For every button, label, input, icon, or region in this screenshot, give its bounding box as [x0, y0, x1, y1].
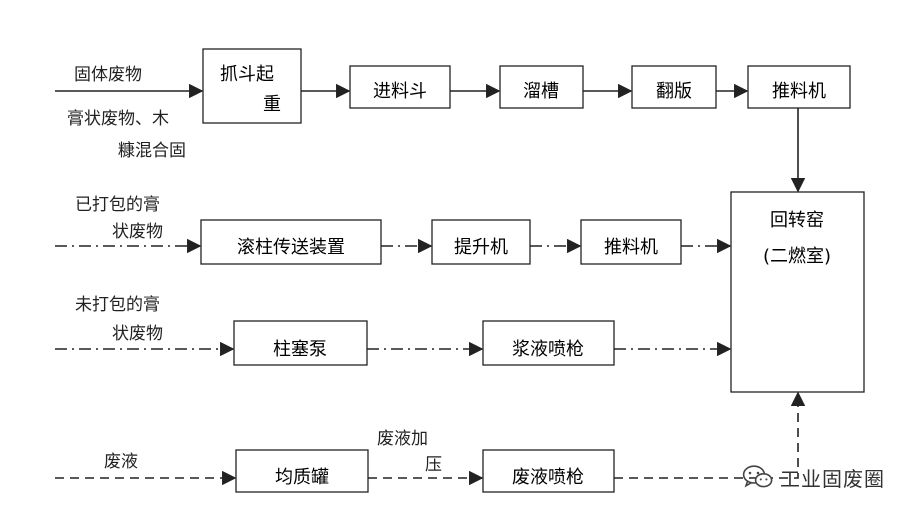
box-plunger-pump	[233, 320, 368, 366]
box-chute	[499, 65, 584, 109]
watermark-text: 工业固废圈	[780, 466, 885, 491]
label-packed-1: 已打包的膏	[75, 194, 160, 215]
text-pusher-2: 推料机	[604, 237, 658, 258]
text-grab-2: 重	[263, 94, 281, 115]
label-packed-2: 状废物	[112, 222, 163, 242]
label-pressurize-2: 压	[425, 455, 442, 475]
box-rotary-kiln	[730, 191, 865, 393]
box-lift	[431, 219, 531, 265]
text-kiln-2: (二燃室)	[763, 246, 831, 267]
text-kiln-1: 回转窑	[770, 210, 824, 231]
text-liquid-gun: 废液喷枪	[512, 467, 584, 488]
text-hopper: 进料斗	[373, 81, 427, 102]
box-flap	[631, 65, 717, 109]
watermark: 工业固废圈	[742, 460, 885, 494]
box-grab-crane	[202, 48, 302, 124]
label-solid-waste: 固体废物	[74, 65, 142, 85]
box-slurry-gun	[482, 320, 615, 366]
text-lift: 提升机	[454, 237, 508, 258]
label-pressurize-1: 废液加	[377, 429, 428, 449]
wechat-icon	[742, 465, 773, 488]
box-liquid-gun	[482, 449, 615, 493]
box-pusher-1	[747, 65, 851, 109]
box-homogenizer	[235, 449, 369, 493]
text-pusher-1: 推料机	[772, 81, 826, 102]
label-unpacked-1: 未打包的膏	[75, 294, 160, 315]
box-pusher-2	[580, 219, 682, 265]
text-plunger-pump: 柱塞泵	[273, 339, 327, 360]
label-waste-liquid: 废液	[104, 452, 138, 472]
text-slurry-gun: 浆液喷枪	[512, 339, 584, 360]
label-paste-mix-1: 膏状废物、木	[67, 108, 169, 129]
box-roller-conveyor	[200, 219, 382, 265]
label-paste-mix-2: 糠混合固	[118, 140, 186, 161]
label-unpacked-2: 状废物	[112, 324, 163, 344]
text-roller: 滚柱传送装置	[237, 237, 345, 258]
text-chute: 溜槽	[523, 81, 559, 102]
text-flap: 翻版	[656, 81, 692, 102]
box-hopper	[349, 65, 451, 109]
text-grab-1: 抓斗起	[220, 64, 274, 85]
arrow-liquid-to-kiln	[614, 391, 806, 479]
text-homogenizer: 均质罐	[275, 467, 329, 488]
